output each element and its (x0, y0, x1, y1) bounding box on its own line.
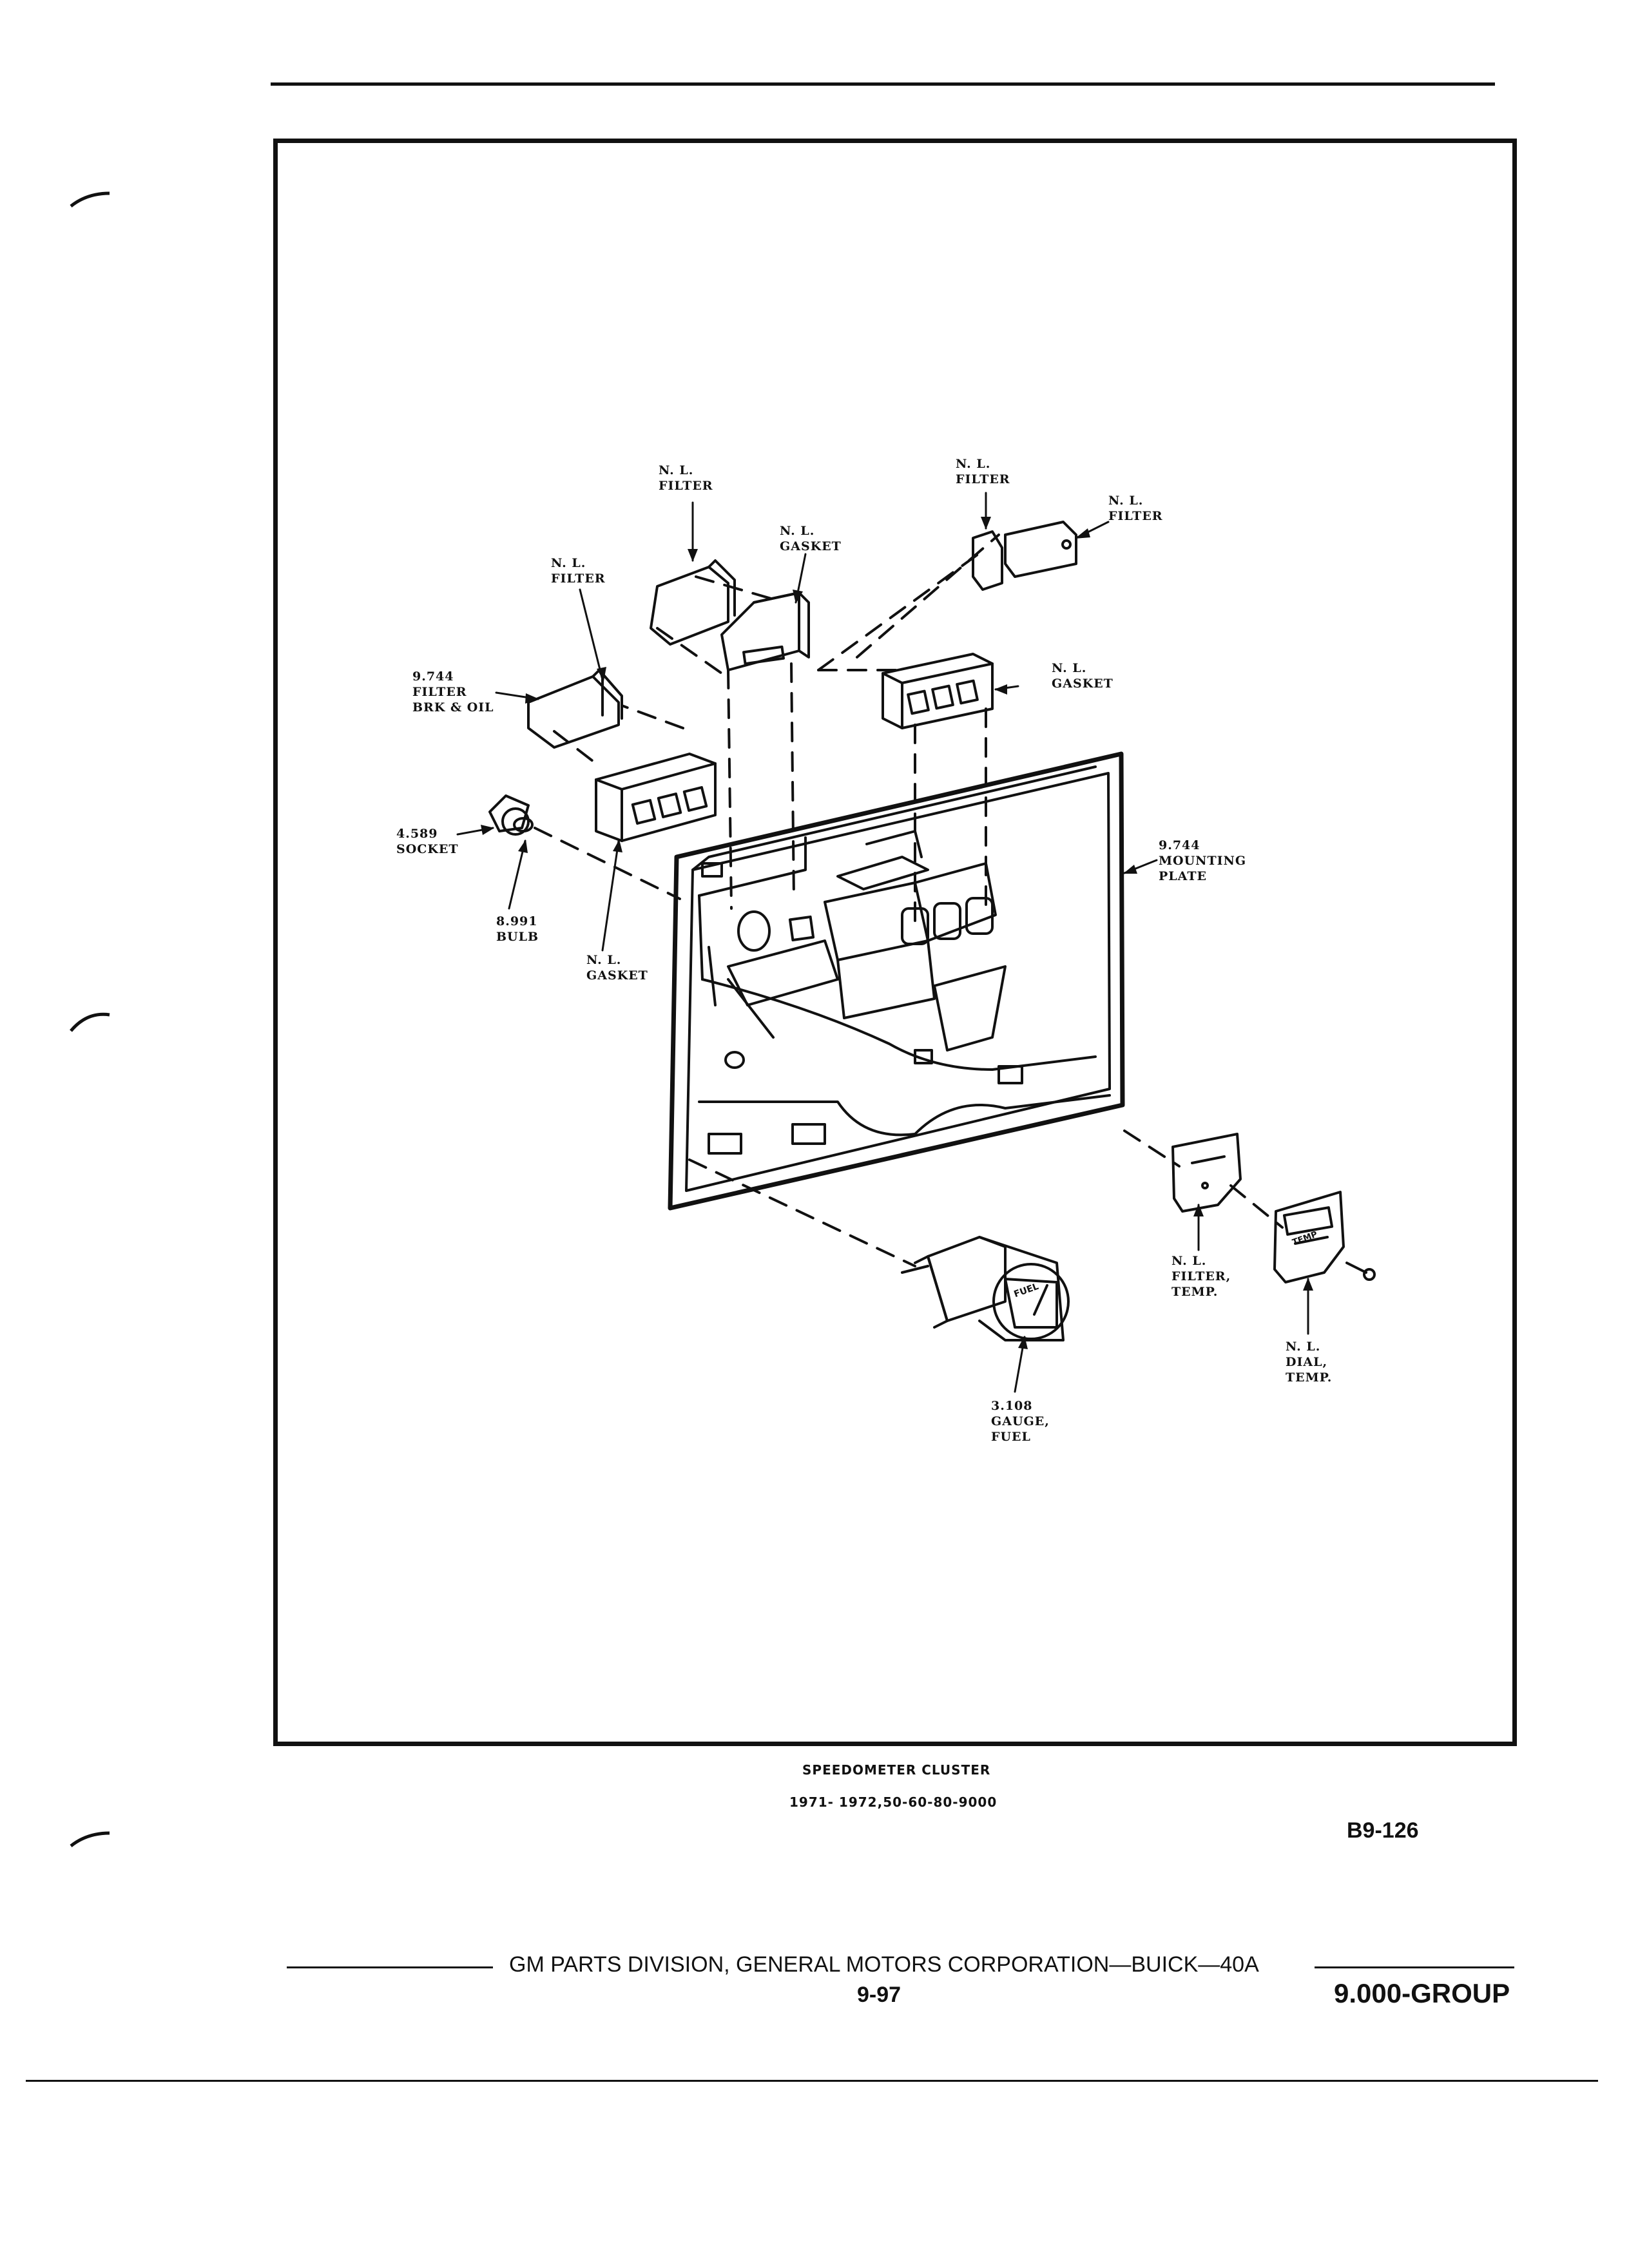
right-gasket (882, 653, 994, 729)
label-gasket-top: N. L. GASKET (780, 524, 842, 553)
bottom-rule (26, 2080, 1598, 2082)
top-rule (271, 82, 1495, 86)
label-gauge-fuel: 3.108 GAUGE, FUEL (991, 1399, 1050, 1444)
footer-rule-right (1315, 1966, 1514, 1968)
label-filter-far-right: N. L. FILTER (1108, 494, 1163, 523)
label-gasket-left: N. L. GASKET (586, 953, 648, 983)
caption-title: SPEEDOMETER CLUSTER (802, 1762, 991, 1778)
left-gasket (595, 753, 717, 842)
top-gasket (720, 591, 810, 671)
brk-oil-filter (527, 669, 623, 749)
top-left-filter (650, 559, 736, 646)
diagram-frame (273, 139, 1517, 1746)
temp-filter-plate (1171, 1133, 1242, 1213)
label-dial-temp: N. L. DIAL, TEMP. (1286, 1340, 1333, 1385)
alignment-lines (534, 533, 1284, 1267)
label-filter-temp: N. L. FILTER, TEMP. (1171, 1254, 1231, 1299)
label-socket: 4.589 SOCKET (396, 827, 459, 856)
footer-rule-left (287, 1966, 493, 1968)
footer-publisher: GM PARTS DIVISION, GENERAL MOTORS CORPOR… (509, 1952, 1259, 1977)
fuel-gauge-drawing (901, 1236, 1070, 1341)
top-right-filters (972, 521, 1077, 591)
leader-arrowheads (481, 517, 1313, 1349)
figure-code: B9-126 (1347, 1818, 1419, 1843)
label-filter-top-left: N. L. FILTER (659, 463, 713, 493)
footer-group: 9.000-GROUP (1334, 1978, 1510, 2008)
socket-bulb (488, 794, 534, 836)
caption-subtitle: 1971- 1972,50-60-80-9000 (789, 1794, 998, 1810)
label-bulb: 8.991 BULB (496, 914, 539, 944)
mounting-plate (668, 751, 1125, 1211)
label-gasket-right: N. L. GASKET (1052, 661, 1113, 691)
temp-dial (1273, 1191, 1376, 1283)
label-filter-brk-oil: 9.744 FILTER BRK & OIL (412, 669, 494, 715)
label-mounting-plate: 9.744 MOUNTING PLATE (1159, 838, 1247, 883)
label-filter-top-right: N. L. FILTER (956, 457, 1010, 486)
label-filter-left: N. L. FILTER (551, 556, 606, 586)
footer-page-number: 9-97 (857, 1983, 901, 2007)
